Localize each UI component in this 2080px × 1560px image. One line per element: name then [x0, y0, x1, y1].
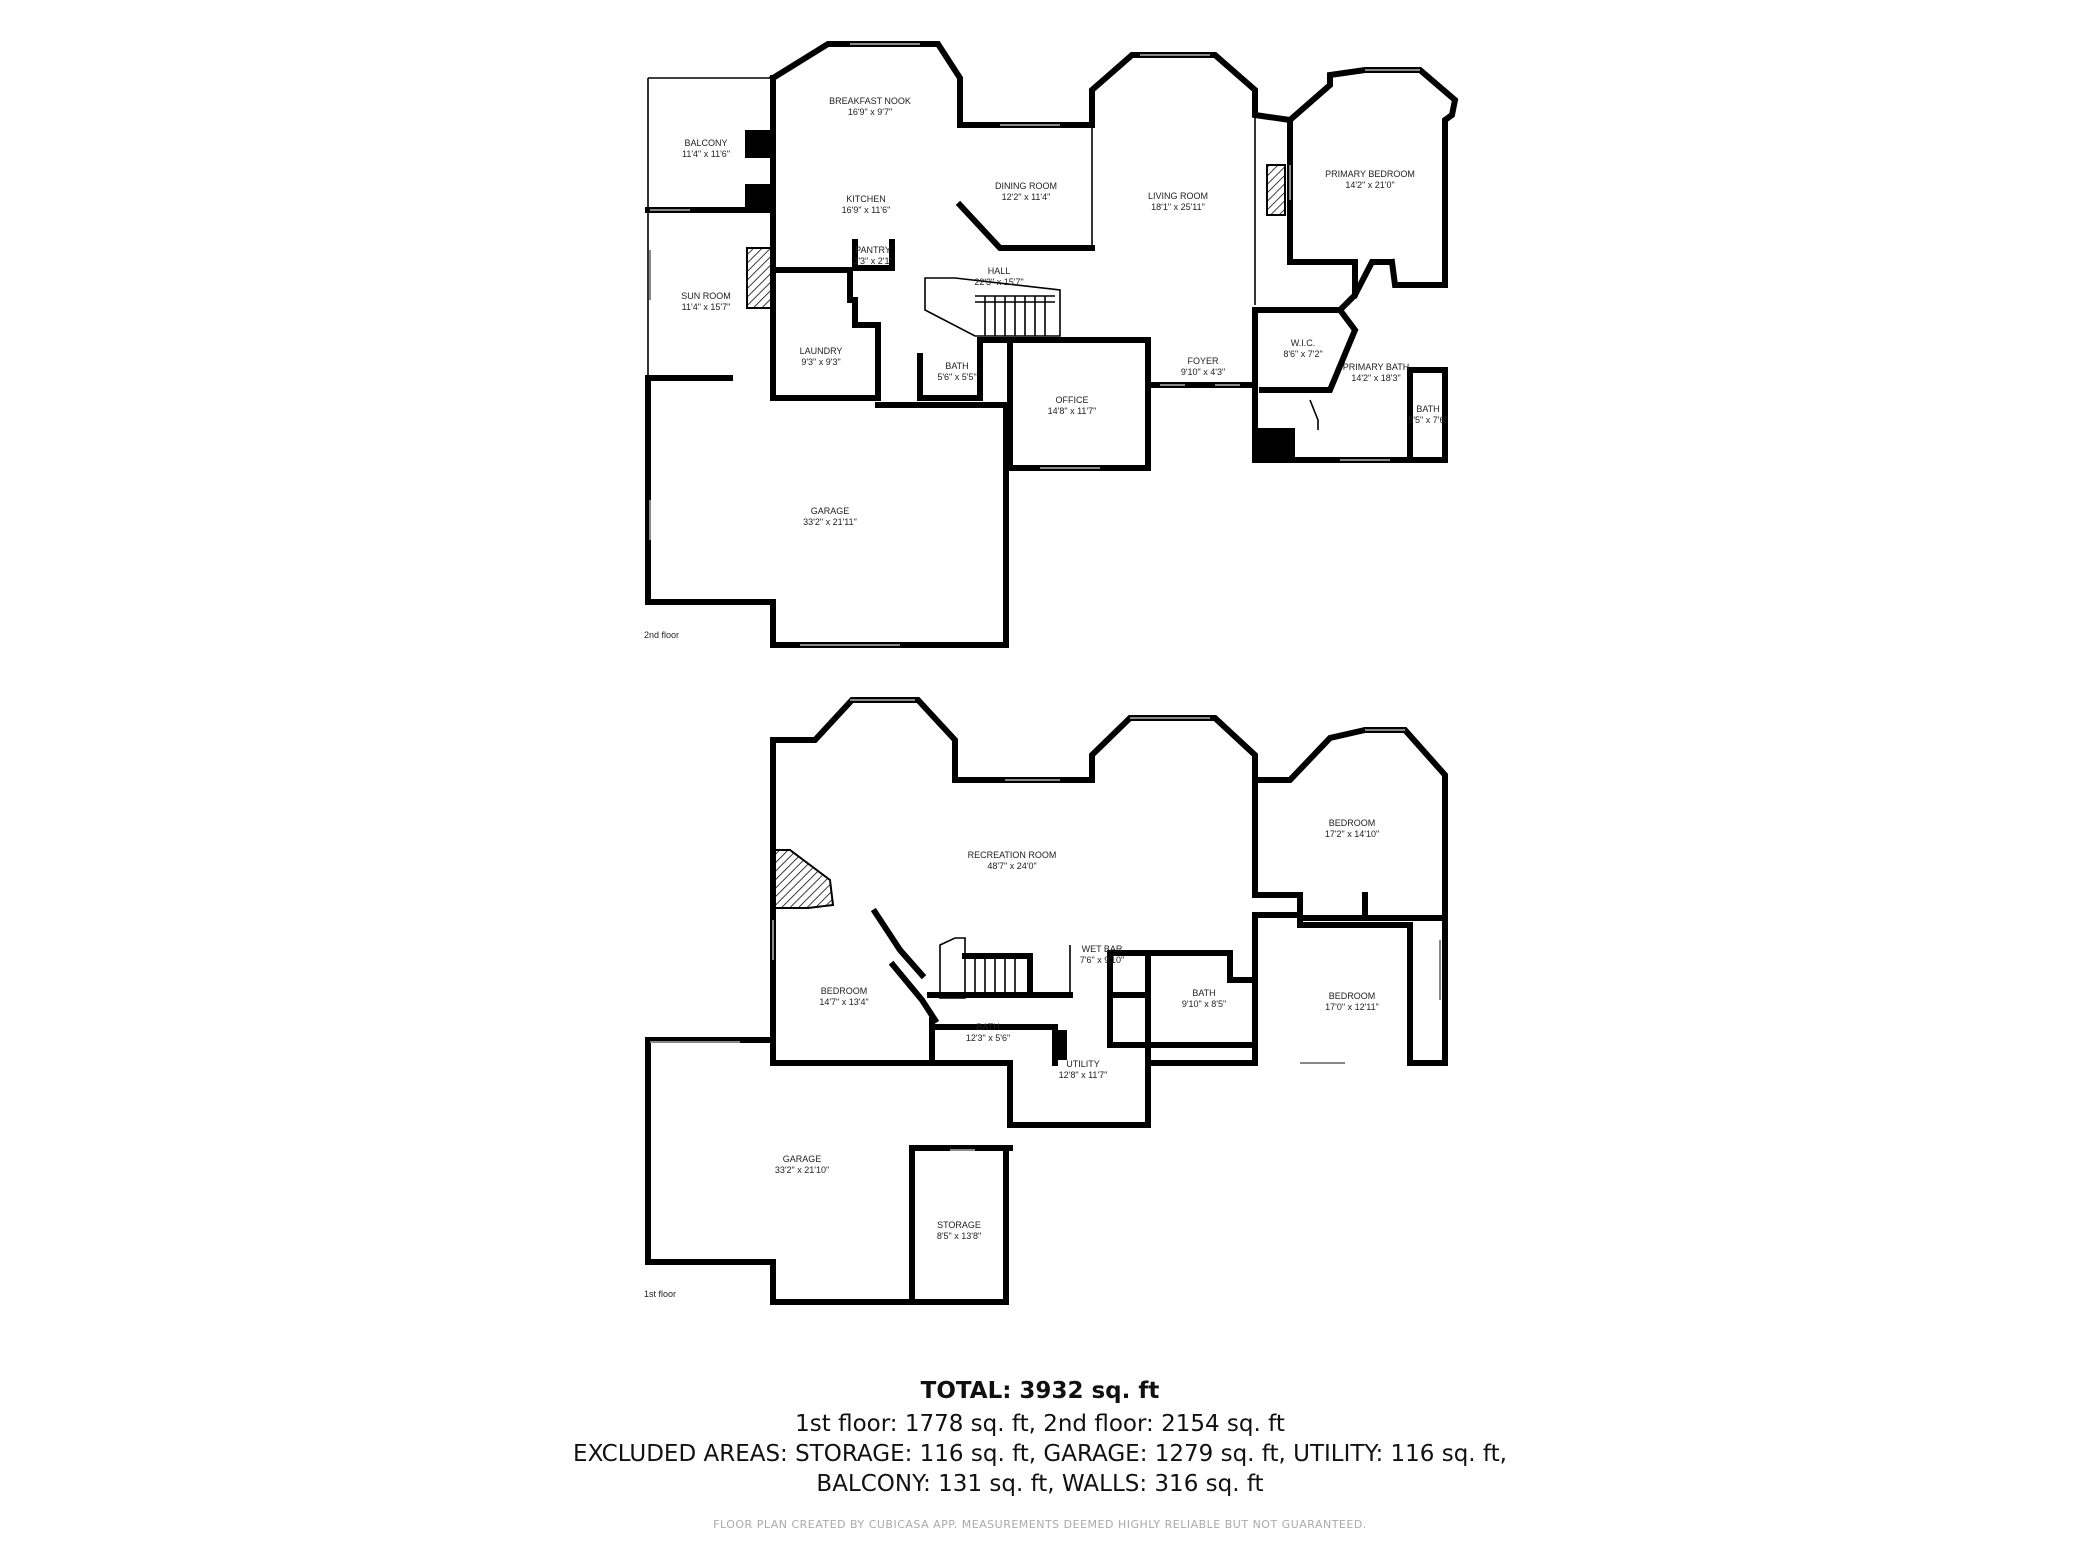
svg-text:BEDROOM: BEDROOM — [1329, 818, 1376, 828]
svg-text:11'4" x 15'7": 11'4" x 15'7" — [682, 302, 731, 312]
svg-text:UTILITY: UTILITY — [1066, 1059, 1100, 1069]
svg-text:48'7" x 24'0": 48'7" x 24'0" — [987, 861, 1036, 871]
floor-areas: 1st floor: 1778 sq. ft, 2nd floor: 2154 … — [795, 1411, 1285, 1437]
svg-text:BATH: BATH — [1192, 988, 1215, 998]
svg-text:3'3" x 2'1": 3'3" x 2'1" — [853, 256, 892, 266]
svg-text:5'6" x 5'5": 5'6" x 5'5" — [937, 372, 976, 382]
svg-text:DINING ROOM: DINING ROOM — [995, 181, 1057, 191]
svg-text:SUN ROOM: SUN ROOM — [681, 291, 731, 301]
svg-text:8'6" x 7'2": 8'6" x 7'2" — [1283, 349, 1322, 359]
svg-text:16'9" x 9'7": 16'9" x 9'7" — [848, 107, 892, 117]
excluded-areas-line: EXCLUDED AREAS: STORAGE: 116 sq. ft, GAR… — [573, 1441, 1507, 1467]
svg-text:33'2" x 21'10": 33'2" x 21'10" — [775, 1165, 829, 1175]
svg-text:8'5" x 13'8": 8'5" x 13'8" — [937, 1231, 981, 1241]
svg-text:33'2" x 21'11": 33'2" x 21'11" — [803, 517, 857, 527]
svg-text:GARAGE: GARAGE — [783, 1154, 822, 1164]
svg-text:FOYER: FOYER — [1187, 356, 1219, 366]
svg-text:17'0" x 12'11": 17'0" x 12'11" — [1325, 1002, 1379, 1012]
svg-text:11'4" x 11'6": 11'4" x 11'6" — [682, 149, 730, 159]
svg-text:12'3" x 5'6": 12'3" x 5'6" — [966, 1033, 1010, 1043]
svg-text:18'1" x 25'11": 18'1" x 25'11" — [1151, 202, 1205, 212]
svg-text:KITCHEN: KITCHEN — [846, 194, 886, 204]
svg-text:BATH: BATH — [1416, 404, 1439, 414]
svg-text:BREAKFAST NOOK: BREAKFAST NOOK — [829, 96, 911, 106]
svg-text:BEDROOM: BEDROOM — [821, 986, 868, 996]
svg-text:9'10" x 4'3": 9'10" x 4'3" — [1181, 367, 1225, 377]
svg-text:9'3" x 9'3": 9'3" x 9'3" — [801, 357, 840, 367]
svg-text:BALCONY: BALCONY — [684, 138, 727, 148]
svg-text:LAUNDRY: LAUNDRY — [800, 346, 843, 356]
disclaimer-footer: FLOOR PLAN CREATED BY CUBICASA APP. MEAS… — [713, 1518, 1367, 1531]
svg-text:HALL: HALL — [988, 266, 1011, 276]
svg-text:W.I.C.: W.I.C. — [1291, 338, 1316, 348]
svg-text:PRIMARY BATH: PRIMARY BATH — [1343, 362, 1410, 372]
svg-text:7'6" x 9'10": 7'6" x 9'10" — [1080, 955, 1124, 965]
svg-text:LIVING ROOM: LIVING ROOM — [1148, 191, 1208, 201]
svg-text:14'7" x 13'4": 14'7" x 13'4" — [819, 997, 868, 1007]
svg-text:14'8" x 11'7": 14'8" x 11'7" — [1048, 406, 1097, 416]
svg-text:9'10" x 8'5": 9'10" x 8'5" — [1182, 999, 1226, 1009]
svg-text:12'8" x 11'7": 12'8" x 11'7" — [1059, 1070, 1108, 1080]
svg-text:PANTRY: PANTRY — [855, 245, 891, 255]
svg-text:BATH: BATH — [976, 1022, 999, 1032]
svg-text:GARAGE: GARAGE — [811, 506, 850, 516]
balcony-outline — [647, 77, 773, 210]
svg-text:14'2" x 18'3": 14'2" x 18'3" — [1351, 373, 1400, 383]
svg-text:STORAGE: STORAGE — [937, 1220, 981, 1230]
floor-label-upper: 2nd floor — [644, 630, 679, 640]
total-area: TOTAL: 3932 sq. ft — [920, 1378, 1160, 1404]
room-label: W.I.C.8'6" x 7'2" — [1283, 338, 1322, 359]
svg-text:14'2" x 21'0": 14'2" x 21'0" — [1345, 180, 1394, 190]
svg-text:OFFICE: OFFICE — [1056, 395, 1089, 405]
svg-text:BEDROOM: BEDROOM — [1329, 991, 1376, 1001]
svg-text:PRIMARY BEDROOM: PRIMARY BEDROOM — [1325, 169, 1415, 179]
svg-text:22'3" x 15'7": 22'3" x 15'7" — [974, 277, 1023, 287]
floor-label-lower: 1st floor — [644, 1289, 676, 1299]
svg-text:17'2" x 14'10": 17'2" x 14'10" — [1325, 829, 1379, 839]
svg-text:5'5" x 7'6": 5'5" x 7'6" — [1408, 415, 1447, 425]
svg-text:BATH: BATH — [945, 361, 968, 371]
svg-text:12'2" x 11'4": 12'2" x 11'4" — [1002, 192, 1051, 202]
svg-text:WET BAR: WET BAR — [1082, 944, 1123, 954]
excluded-areas-line-2: BALCONY: 131 sq. ft, WALLS: 316 sq. ft — [816, 1471, 1264, 1497]
svg-text:RECREATION ROOM: RECREATION ROOM — [968, 850, 1057, 860]
svg-text:16'9" x 11'6": 16'9" x 11'6" — [842, 205, 891, 215]
